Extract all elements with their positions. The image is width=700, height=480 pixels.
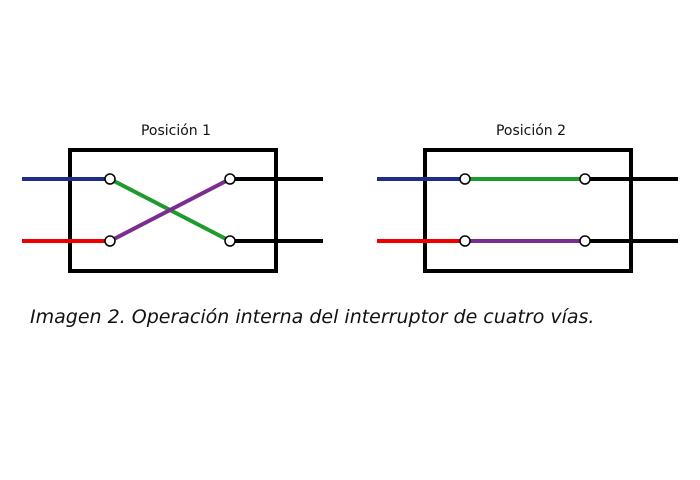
internal-link-purple [109, 177, 231, 243]
diagram-title-position-1: Posición 1 [141, 123, 211, 139]
switch-frame [423, 148, 633, 273]
figure-caption: Imagen 2. Operación interna del interrup… [30, 306, 595, 328]
switch-frame [68, 148, 278, 273]
terminal-node [104, 235, 116, 247]
terminal-node [579, 235, 591, 247]
terminal-node [104, 173, 116, 185]
terminal-node [459, 173, 471, 185]
terminal-node [224, 173, 236, 185]
diagram-title-position-2: Posición 2 [496, 123, 566, 139]
terminal-node [459, 235, 471, 247]
terminal-node [579, 173, 591, 185]
terminal-node [224, 235, 236, 247]
